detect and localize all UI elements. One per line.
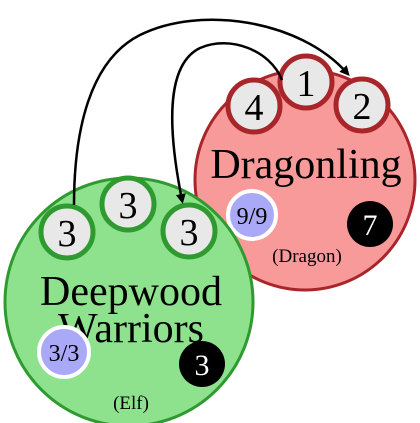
dragonling-slot-right-label: 2 <box>353 86 372 128</box>
deepwood-warriors-slot-left[interactable]: 3 <box>38 203 96 261</box>
dragonling-cost: 7 <box>363 209 378 242</box>
deepwood-warriors-slot-right-label: 3 <box>180 212 199 254</box>
deepwood-warriors-card[interactable]: 3 3 3 Deepwood Warriors 3/3 3 (Elf) <box>3 175 255 423</box>
deepwood-warriors-slot-middle[interactable]: 3 <box>99 175 157 233</box>
arrow-elf-slot-to-dragon-slot <box>72 18 350 206</box>
dragonling-name: Dragonling <box>210 142 401 188</box>
deepwood-warriors-slot-right[interactable]: 3 <box>160 202 218 260</box>
dragonling-stats: 9/9 <box>237 204 268 230</box>
dragonling-cost-badge: 7 <box>347 201 393 247</box>
deepwood-warriors-type: (Elf) <box>113 393 149 414</box>
deepwood-warriors-slot-middle-label: 3 <box>119 185 138 227</box>
dragonling-slot-right[interactable]: 2 <box>333 76 391 134</box>
arrow-dragon-slot-to-elf-slot <box>170 42 284 204</box>
dragonling-stats-badge: 9/9 <box>226 189 278 241</box>
deepwood-warriors-slot-left-label: 3 <box>58 213 77 255</box>
deepwood-warriors-cost: 3 <box>195 349 210 382</box>
dragonling-card[interactable]: 4 1 2 Dragonling 9/9 7 (Dragon) <box>193 53 417 292</box>
dragonling-slot-middle-label: 1 <box>297 63 316 105</box>
dragonling-slot-left-label: 4 <box>245 87 264 129</box>
dragonling-slot-left[interactable]: 4 <box>225 77 283 135</box>
deepwood-warriors-name-line1: Deepwood <box>40 269 222 315</box>
deepwood-warriors-stats: 3/3 <box>49 341 80 367</box>
deepwood-warriors-cost-badge: 3 <box>179 341 225 387</box>
dragonling-slot-middle[interactable]: 1 <box>277 53 335 111</box>
deepwood-warriors-stats-badge: 3/3 <box>37 325 91 379</box>
dragonling-type: (Dragon) <box>272 246 342 267</box>
